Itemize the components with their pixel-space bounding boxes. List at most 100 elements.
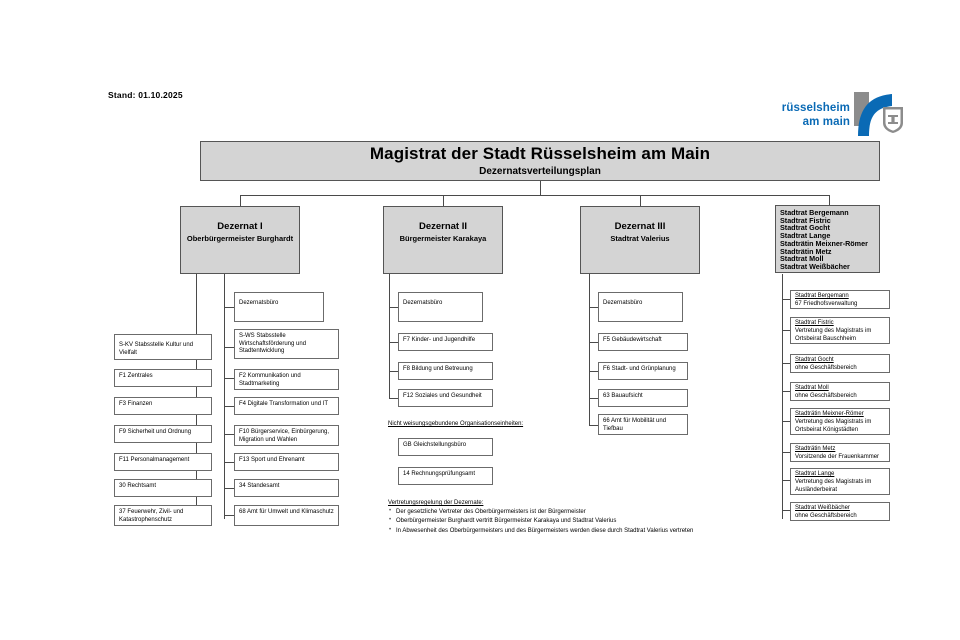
unit-box[interactable]: 30 Rechtsamt — [114, 479, 212, 497]
connector-title-drop — [540, 181, 541, 195]
connector-sr-3 — [782, 391, 790, 392]
unit-box[interactable]: F11 Personalmanagement — [114, 453, 212, 471]
unit-box[interactable]: Dezernatsbüro — [398, 292, 483, 322]
unit-box[interactable]: F3 Finanzen — [114, 397, 212, 415]
unit-box[interactable]: 37 Feuerwehr, Zivil- und Katastrophensch… — [114, 505, 212, 526]
unit-box[interactable]: S-WS Stabsstelle Wirtschaftsförderung un… — [234, 329, 339, 359]
date-stamp: Stand: 01.10.2025 — [108, 90, 183, 100]
logo-wordmark: rüsselsheim am main — [758, 102, 850, 129]
independent-units-heading: Nicht weisungsgebundene Organisationsein… — [388, 421, 524, 427]
unit-box[interactable]: 34 Standesamt — [234, 479, 339, 497]
unit-box[interactable]: F2 Kommunikation und Stadtmarketing — [234, 369, 339, 390]
dezernat-3-holder: Stadtrat Valerius — [610, 233, 670, 243]
footnote-item: Oberbürgermeister Burghardt vertritt Bür… — [388, 516, 738, 526]
unit-box[interactable]: F6 Stadt- und Grünplanung — [598, 362, 688, 380]
dezernat-2-name: Dezernat II — [418, 221, 468, 232]
unit-box[interactable]: Dezernatsbüro — [234, 292, 324, 322]
stadtrat-detail-box[interactable]: Stadtrat Lange Vertretung des Magistrats… — [790, 468, 890, 495]
connector-c1r-5 — [224, 462, 234, 463]
connector-c3-0 — [589, 307, 598, 308]
unit-box[interactable]: F10 Bürgerservice, Einbürgerung, Migrati… — [234, 425, 339, 446]
dezernat-3-name: Dezernat III — [614, 221, 666, 232]
stadtrat-list-item: Stadtrat Moll — [780, 254, 824, 264]
stadtrat-role: Vorsitzende der Frauenkammer — [795, 453, 880, 460]
unit-box[interactable]: S-KV Stabsstelle Kultur und Vielfalt — [114, 334, 212, 360]
dezernat-1-holder: Oberbürgermeister Burghardt — [186, 233, 294, 243]
dezernat-3-box[interactable]: Dezernat III Stadtrat Valerius — [580, 206, 700, 274]
page-subtitle: Dezernatsverteilungsplan — [479, 165, 601, 177]
stadtrat-name: Stadtrat Bergemann — [795, 293, 849, 299]
unit-box[interactable]: 63 Bauaufsicht — [598, 389, 688, 407]
stadtrat-detail-box[interactable]: Stadträtin Metz Vorsitzende der Frauenka… — [790, 443, 890, 462]
stadtrat-list-item: Stadtrat Lange — [780, 231, 831, 241]
unit-box[interactable]: F12 Soziales und Gesundheit — [398, 389, 493, 407]
connector-sr-5 — [782, 452, 790, 453]
unit-box[interactable]: Dezernatsbüro — [598, 292, 683, 322]
stadtrat-list-item: Stadträtin Meixner-Römer — [780, 238, 868, 248]
unit-box[interactable]: F8 Bildung und Betreuung — [398, 362, 493, 380]
dezernat-1-box[interactable]: Dezernat I Oberbürgermeister Burghardt — [180, 206, 300, 274]
unit-box[interactable]: 66 Amt für Mobilität und Tiefbau — [598, 414, 688, 435]
unit-box[interactable]: 68 Amt für Umwelt und Klimaschutz — [234, 505, 339, 526]
logo-swoosh-icon — [858, 94, 892, 136]
connector-sr-0 — [782, 299, 790, 300]
stadtrat-list-item: Stadtrat Weißbächer — [780, 261, 850, 271]
footnote-item: Der gesetzliche Vertreter des Oberbürger… — [388, 507, 738, 517]
stadtrat-role: Vertretung des Magistrats im Ortsbeirat … — [795, 327, 872, 342]
connector-dez1-spine-left — [196, 274, 197, 519]
connector-dez3-spine — [589, 274, 590, 426]
connector-c1r-3 — [224, 406, 234, 407]
city-logo: rüsselsheim am main — [758, 92, 903, 142]
stadtrat-detail-box[interactable]: Stadtrat Moll ohne Geschäftsbereich — [790, 382, 890, 401]
unit-box[interactable]: F4 Digitale Transformation und IT — [234, 397, 339, 415]
dezernat-1-name: Dezernat I — [217, 221, 263, 232]
connector-c3-4 — [589, 425, 598, 426]
connector-dez2-spine — [389, 274, 390, 399]
stadtrat-list-item: Stadtrat Bergemann — [780, 208, 849, 217]
connector-c1r-0 — [224, 307, 234, 308]
connector-sr-2 — [782, 363, 790, 364]
connector-c2-2 — [389, 371, 398, 372]
unit-box[interactable]: 14 Rechnungsprüfungsamt — [398, 467, 493, 485]
connector-c3-1 — [589, 342, 598, 343]
dezernat-2-box[interactable]: Dezernat II Bürgermeister Karakaya — [383, 206, 503, 274]
unit-box[interactable]: F7 Kinder- und Jugendhilfe — [398, 333, 493, 351]
stadtrat-role: 67 Friedhofsverwaltung — [795, 300, 858, 307]
connector-c1r-2 — [224, 378, 234, 379]
connector-dez3-drop — [640, 195, 641, 206]
unit-box[interactable]: F5 Gebäudewirtschaft — [598, 333, 688, 351]
stadtrat-list-item: Stadtrat Gocht — [780, 223, 830, 233]
stadtrat-detail-box[interactable]: Stadtrat Fistric Vertretung des Magistra… — [790, 317, 890, 344]
stadtrat-detail-box[interactable]: Stadträtin Meixner-Römer Vertretung des … — [790, 408, 890, 435]
stadtrat-detail-box[interactable]: Stadtrat Weißbächer ohne Geschäftsbereic… — [790, 502, 890, 521]
unit-box[interactable]: F1 Zentrales — [114, 369, 212, 387]
logo-line-2: am main — [802, 115, 850, 128]
stadtrat-role: ohne Geschäftsbereich — [795, 512, 857, 519]
connector-c3-3 — [589, 398, 598, 399]
stadtrat-list-box[interactable]: Stadtrat Bergemann Stadtrat Fistric Stad… — [775, 205, 880, 273]
unit-box[interactable]: F9 Sicherheit und Ordnung — [114, 425, 212, 443]
connector-sr-1 — [782, 330, 790, 331]
stadtrat-role: Vertretung des Magistrats im Ausländerbe… — [795, 478, 872, 493]
stadtrat-detail-box[interactable]: Stadtrat Gocht ohne Geschäftsbereich — [790, 354, 890, 373]
connector-c3-2 — [589, 371, 598, 372]
stadtrat-name: Stadtrat Fistric — [795, 320, 834, 326]
unit-box[interactable]: F13 Sport und Ehrenamt — [234, 453, 339, 471]
connector-c1r-4 — [224, 434, 234, 435]
footnote-item: In Abwesenheit des Oberbürgermeisters un… — [388, 526, 738, 536]
connector-sr-7 — [782, 510, 790, 511]
stadtrat-name: Stadtrat Moll — [795, 385, 829, 391]
connector-dez2-drop — [443, 195, 444, 206]
stadtrat-name: Stadtrat Gocht — [795, 357, 834, 363]
footnote-block: Vertretungsregelung der Dezernate: Der g… — [388, 500, 738, 536]
connector-c1r-1 — [224, 347, 234, 348]
connector-top-bus — [240, 195, 830, 196]
stadtrat-list-item: Stadträtin Metz — [780, 246, 832, 256]
stadtrat-name: Stadträtin Metz — [795, 446, 836, 452]
connector-c2-0 — [389, 307, 398, 308]
connector-dez1-drop — [240, 195, 241, 206]
unit-box[interactable]: GB Gleichstellungsbüro — [398, 438, 493, 456]
stadtrat-detail-box[interactable]: Stadtrat Bergemann 67 Friedhofsverwaltun… — [790, 290, 890, 309]
connector-dez1-spine-right — [224, 274, 225, 519]
